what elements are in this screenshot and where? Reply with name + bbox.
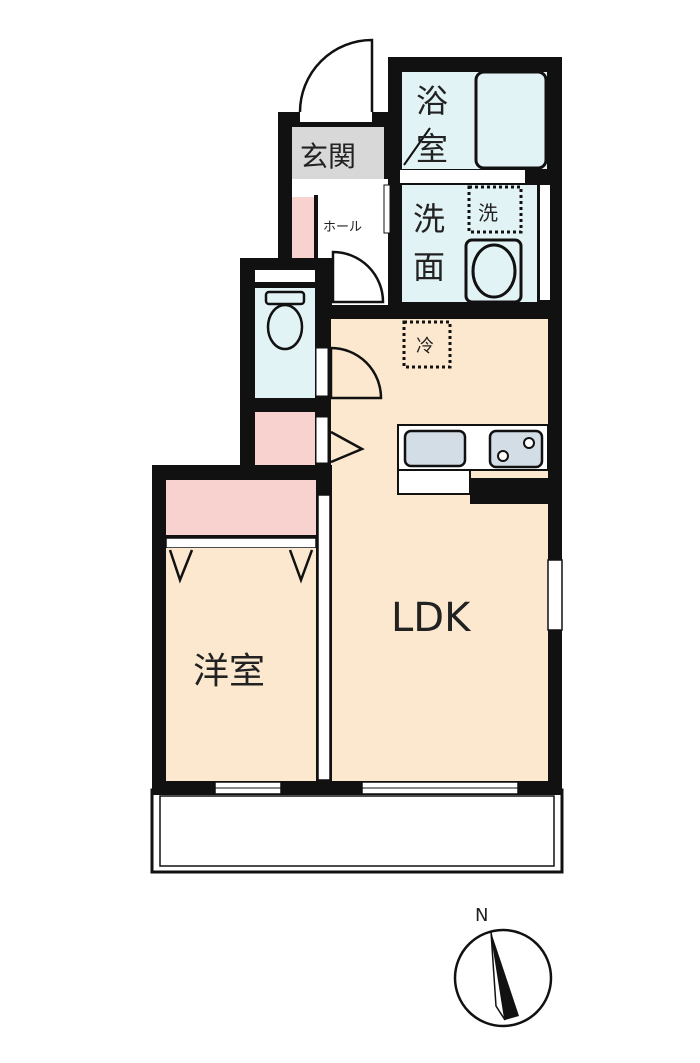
storage-door-swing bbox=[330, 430, 365, 464]
toilet-door bbox=[315, 347, 329, 397]
entrance bbox=[292, 127, 384, 179]
hall-label: ホール bbox=[323, 220, 362, 235]
western-room bbox=[166, 548, 316, 781]
western-room-label: 洋室 bbox=[193, 651, 265, 692]
kitchen-cabinet bbox=[397, 469, 471, 495]
north-arrow-half bbox=[490, 931, 506, 1021]
wall bbox=[314, 195, 318, 261]
north-label: N bbox=[475, 905, 488, 926]
fridge-label: 冷 bbox=[416, 336, 434, 357]
fridge-space bbox=[402, 320, 452, 369]
toilet-shelf bbox=[255, 270, 315, 282]
washer-label: 洗 bbox=[478, 201, 498, 225]
hall-door-swing bbox=[331, 250, 385, 304]
front-door-swing bbox=[298, 38, 374, 113]
sliding-door bbox=[317, 494, 331, 781]
closet-door bbox=[165, 537, 317, 549]
wash-window bbox=[540, 185, 550, 300]
burner-icon bbox=[497, 450, 509, 462]
wash-door bbox=[383, 184, 391, 234]
storage bbox=[255, 412, 315, 465]
toilet-icon bbox=[266, 303, 304, 351]
bathtub bbox=[474, 70, 548, 170]
bath-door-swing bbox=[403, 127, 431, 166]
closet bbox=[166, 480, 316, 535]
washroom-label-bottom: 面 bbox=[413, 248, 445, 286]
washer-space bbox=[467, 185, 523, 234]
storage-door bbox=[315, 416, 329, 464]
closet-door-swing bbox=[288, 549, 314, 584]
toilet-door-swing bbox=[329, 346, 383, 400]
entrance-label: 玄関 bbox=[300, 140, 356, 173]
sink bbox=[403, 429, 467, 468]
bath-label-top: 浴 bbox=[416, 82, 448, 120]
burner-icon bbox=[523, 437, 535, 449]
wall bbox=[470, 478, 550, 504]
basin-bowl bbox=[471, 243, 517, 299]
washroom-label-top: 洗 bbox=[413, 200, 445, 238]
front-door bbox=[300, 112, 372, 122]
balcony bbox=[150, 788, 564, 874]
bath-door bbox=[400, 170, 525, 183]
north-arrow-icon bbox=[491, 932, 519, 1020]
ldk-label: LDK bbox=[391, 595, 472, 641]
ldk-side-window bbox=[547, 559, 563, 631]
toilet-tank bbox=[264, 290, 306, 306]
compass: N bbox=[453, 905, 553, 1028]
closet-door-swing bbox=[168, 549, 194, 584]
hall-closet bbox=[292, 197, 314, 259]
bath-label-bottom: 室 bbox=[416, 130, 448, 168]
stove bbox=[488, 429, 544, 469]
